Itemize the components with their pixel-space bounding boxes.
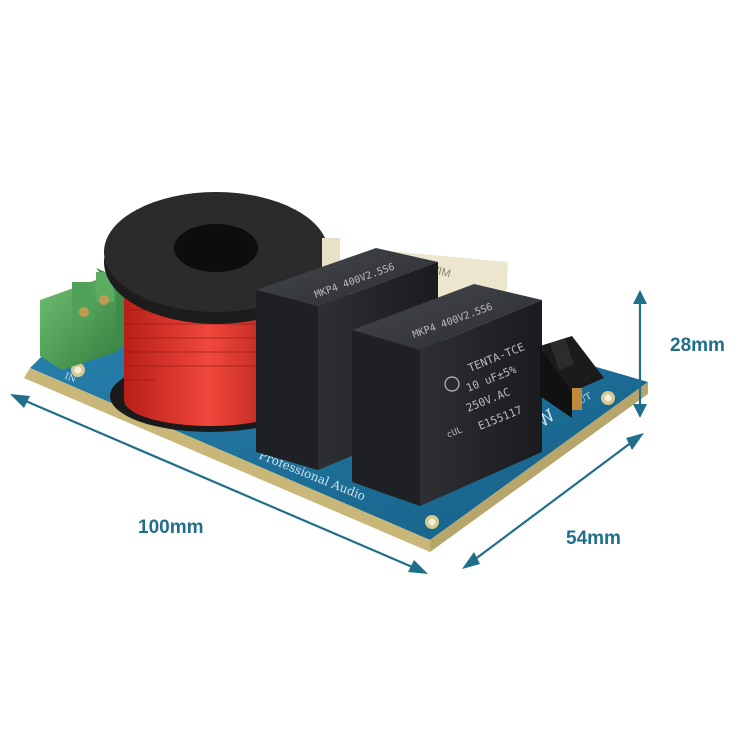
terminal-label: IN — [63, 372, 77, 386]
coil-center-hole — [174, 224, 258, 272]
screw-icon — [99, 295, 109, 305]
arrowhead-icon — [626, 433, 644, 450]
arrowhead-icon — [10, 394, 30, 408]
arrowhead-icon — [462, 552, 480, 569]
depth-dimension-arrow — [465, 435, 641, 567]
tc-logo-icon — [444, 376, 460, 392]
arrowhead-icon — [633, 290, 647, 304]
screw-icon — [79, 307, 89, 317]
depth-dimension-label: 54mm — [566, 528, 621, 549]
arrowhead-icon — [633, 404, 647, 418]
arrowhead-icon — [408, 560, 428, 574]
slide-switch — [540, 336, 604, 418]
width-dimension-arrow — [13, 394, 425, 574]
dimension-arrows — [10, 290, 647, 574]
height-dimension-label: 28mm — [670, 335, 725, 356]
capacitor-front: MKP4 400V2.5S6 TENTA-TCE 10 uF±5% 250V.A… — [352, 284, 542, 506]
inductor-coil — [104, 192, 340, 432]
width-dimension-label: 100mm — [138, 517, 204, 538]
